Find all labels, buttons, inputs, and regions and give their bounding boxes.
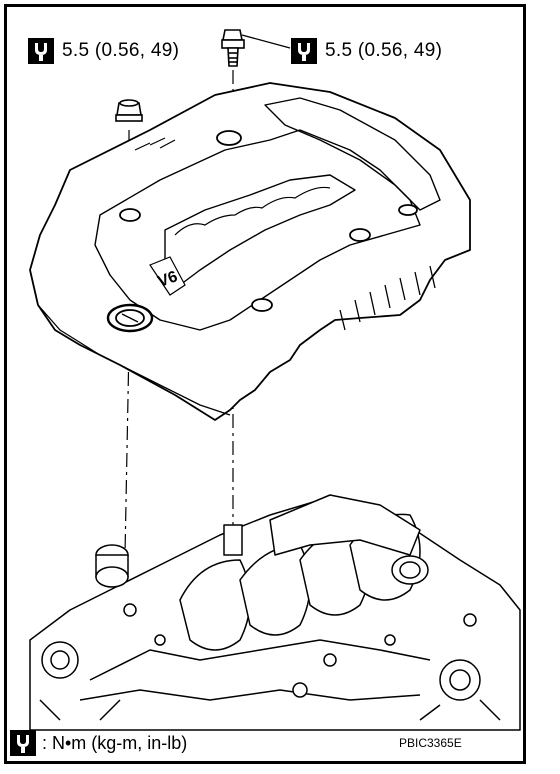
mounting-bolt — [221, 29, 245, 67]
callout-leader — [241, 34, 291, 49]
svg-text:V6: V6 — [156, 268, 180, 291]
torque-wrench-icon — [28, 38, 54, 64]
mounting-nut — [115, 99, 143, 122]
torque-value-label: 5.5 (0.56, 49) — [325, 40, 443, 61]
torque-wrench-icon — [291, 38, 317, 64]
figure-code: PBIC3365E — [399, 736, 462, 750]
engine-cover — [29, 82, 471, 421]
v6-emblem: V6 — [149, 256, 186, 296]
torque-wrench-icon — [10, 730, 36, 756]
unit-legend: : N•m (kg-m, in-lb) — [10, 730, 187, 756]
torque-value-label: 5.5 (0.56, 49) — [62, 40, 180, 61]
unit-legend-text: : N•m (kg-m, in-lb) — [42, 732, 188, 753]
torque-callout-bolt: 5.5 (0.56, 49) — [291, 38, 442, 64]
torque-callout-nut: 5.5 (0.56, 49) — [28, 38, 179, 64]
engine-intake-manifold — [29, 494, 521, 731]
